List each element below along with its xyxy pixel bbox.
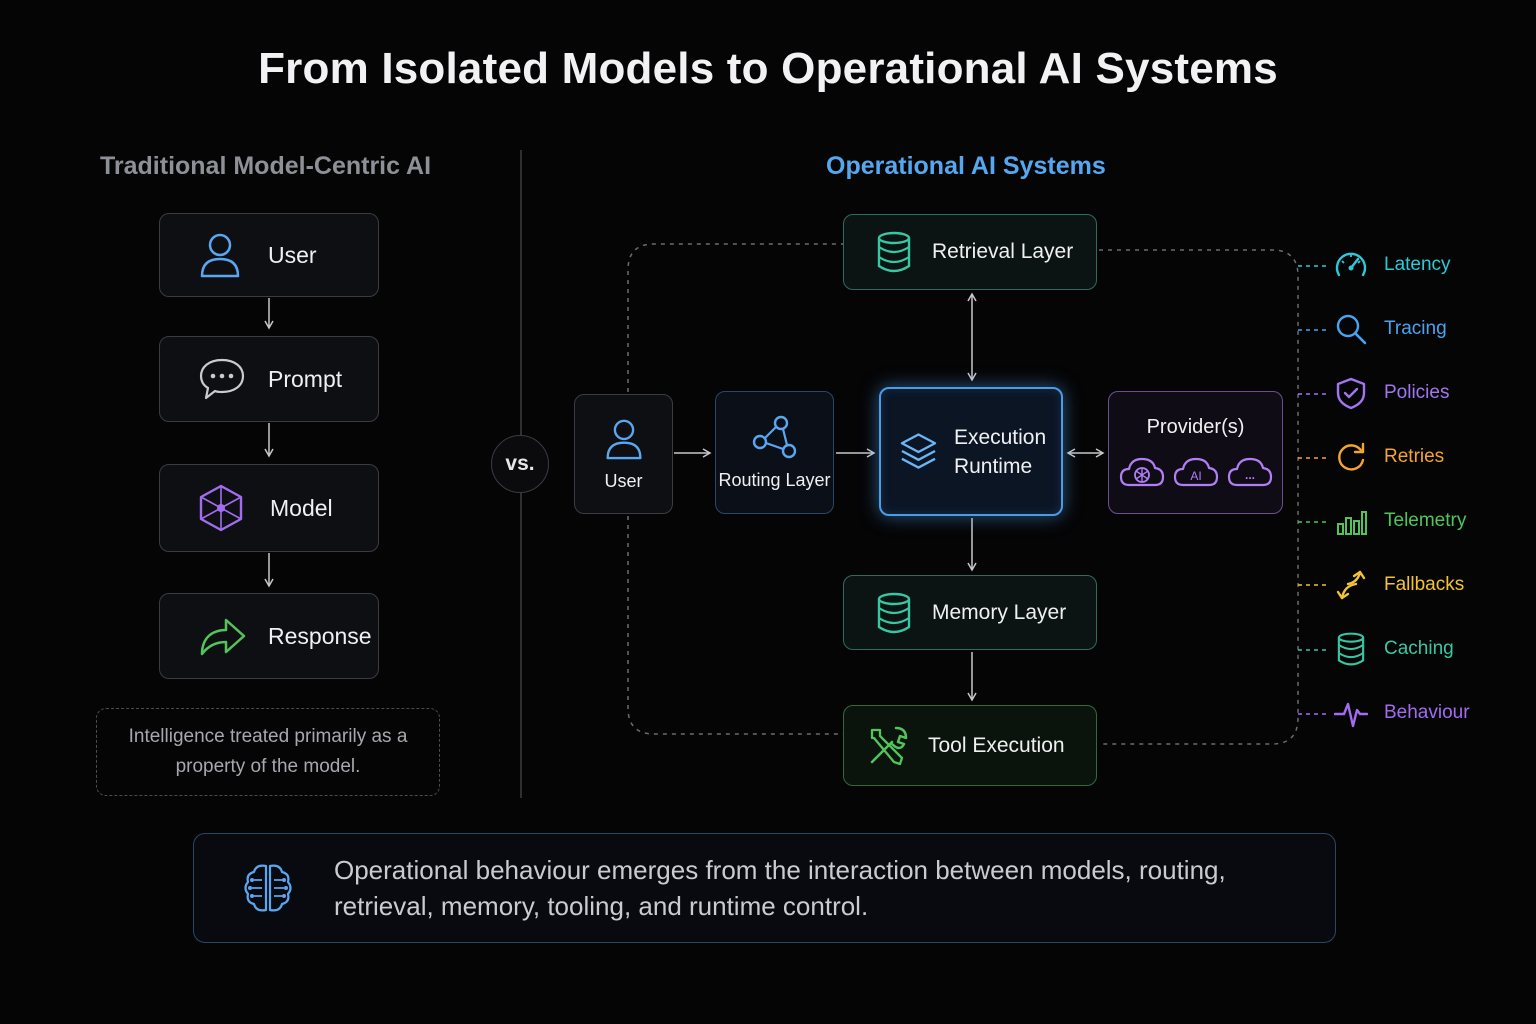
summary-box: Operational behaviour emerges from the i… <box>193 833 1336 943</box>
concern-label: Latency <box>1384 254 1451 275</box>
user-icon <box>200 233 240 278</box>
provider-icons: AI ... <box>1119 453 1273 489</box>
node-label: Prompt <box>268 365 343 392</box>
more-badge-text: ... <box>1244 468 1254 482</box>
pulse-icon <box>1334 702 1368 728</box>
execution-runtime-node: Execution Runtime <box>879 387 1063 516</box>
vs-badge: vs. <box>491 435 549 493</box>
page-title: From Isolated Models to Operational AI S… <box>258 44 1278 93</box>
tool-execution-node: Tool Execution <box>843 705 1097 786</box>
chat-bubble-icon <box>199 358 245 400</box>
gauge-icon <box>1335 252 1367 277</box>
concern-label: Caching <box>1384 638 1454 659</box>
node-label: Retrieval Layer <box>932 240 1074 263</box>
node-label: Execution Runtime <box>953 425 1047 478</box>
concern-fallbacks: Fallbacks <box>1334 568 1464 602</box>
concern-telemetry: Telemetry <box>1334 504 1466 538</box>
node-label: Response <box>268 622 372 649</box>
concern-label: Tracing <box>1384 318 1447 339</box>
concern-behaviour: Behaviour <box>1334 696 1470 730</box>
concern-retries: Retries <box>1334 440 1444 474</box>
ai-badge-text: AI <box>1190 469 1201 483</box>
retrieval-layer-node: Retrieval Layer <box>843 214 1097 290</box>
database-icon <box>877 231 911 273</box>
database-icon <box>877 592 911 633</box>
right-section-heading: Operational AI Systems <box>826 152 1106 180</box>
left-prompt-node: Prompt <box>159 336 379 422</box>
tools-icon <box>870 726 908 765</box>
openai-cloud-icon <box>1119 457 1164 487</box>
bar-chart-icon <box>1337 511 1367 535</box>
concern-tracing: Tracing <box>1334 312 1447 346</box>
node-label: User <box>604 470 643 491</box>
database-icon <box>1337 632 1365 666</box>
more-cloud-icon: ... <box>1227 457 1272 487</box>
refresh-icon <box>1338 442 1365 471</box>
concern-label: Telemetry <box>1384 510 1467 531</box>
magnifier-icon <box>1336 314 1367 345</box>
node-label: Provider(s) <box>1146 416 1245 438</box>
concern-label: Retries <box>1384 446 1445 467</box>
left-response-node: Response <box>159 593 379 679</box>
ai-cloud-icon: AI <box>1173 457 1218 487</box>
concern-policies: Policies <box>1334 376 1449 410</box>
providers-node: Provider(s) AI ... <box>1108 391 1283 514</box>
swap-arrows-icon <box>1336 570 1366 600</box>
arrow-forward-icon <box>200 618 246 656</box>
node-label: Model <box>270 494 333 521</box>
left-note: Intelligence treated primarily as a prop… <box>96 708 440 796</box>
user-icon <box>605 419 642 459</box>
network-nodes-icon <box>752 415 796 459</box>
node-label: Routing Layer <box>718 470 831 490</box>
concern-label: Behaviour <box>1384 702 1470 723</box>
shield-icon <box>1336 377 1366 410</box>
concern-latency: Latency <box>1334 248 1451 282</box>
system-user-node: User <box>574 394 673 514</box>
left-section-heading: Traditional Model-Centric AI <box>100 152 432 180</box>
node-label: Tool Execution <box>928 733 1065 757</box>
concern-caching: Caching <box>1334 632 1454 666</box>
node-label: Memory Layer <box>932 600 1067 624</box>
cube-icon <box>199 484 243 532</box>
concern-label: Policies <box>1384 382 1450 403</box>
left-model-node: Model <box>159 464 379 552</box>
memory-layer-node: Memory Layer <box>843 575 1097 650</box>
left-user-node: User <box>159 213 379 297</box>
routing-layer-node: Routing Layer <box>715 391 834 514</box>
node-label: User <box>268 241 317 268</box>
brain-circuit-icon <box>244 864 292 912</box>
layers-icon <box>900 432 937 469</box>
summary-text: Operational behaviour emerges from the i… <box>334 855 1226 921</box>
concern-label: Fallbacks <box>1384 574 1465 595</box>
